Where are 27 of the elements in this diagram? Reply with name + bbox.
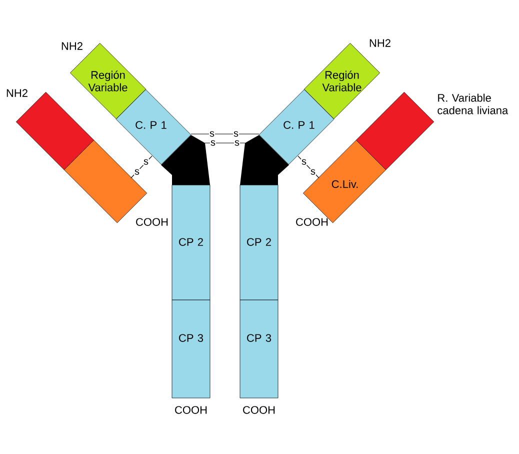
- sulfur-label: s: [210, 140, 216, 146]
- domain-label: C. P 1: [136, 121, 166, 129]
- domain-label: Región Variable: [88, 70, 128, 92]
- terminus-label: COOH: [243, 406, 275, 414]
- sulfur-label: s: [134, 168, 140, 176]
- domain-label: CP 2: [179, 238, 203, 246]
- sulfur-label: s: [143, 158, 149, 166]
- terminus-label: NH2: [370, 39, 390, 47]
- hinge-region: [161, 135, 210, 185]
- sulfur-label: s: [233, 130, 239, 138]
- sulfur-label: s: [310, 168, 316, 176]
- terminus-label: COOH: [296, 218, 328, 226]
- sulfur-label: s: [234, 140, 240, 146]
- domain-label: C.Liv.: [332, 180, 358, 188]
- terminus-label: NH2: [6, 89, 28, 97]
- region-label: R. Variable cadena liviana: [438, 94, 508, 114]
- sulfur-label: s: [209, 130, 215, 138]
- terminus-label: NH2: [62, 42, 82, 50]
- sulfur-label: s: [301, 158, 307, 166]
- domain-label: CP 3: [179, 334, 204, 342]
- terminus-label: COOH: [136, 218, 168, 226]
- hinge-region: [240, 135, 289, 185]
- domain-label: C. P 1: [284, 121, 314, 129]
- domain-label: CP 2: [247, 238, 271, 246]
- domain-label: CP 3: [247, 334, 272, 342]
- terminus-label: COOH: [175, 406, 207, 414]
- domain-label: Región Variable: [322, 70, 362, 92]
